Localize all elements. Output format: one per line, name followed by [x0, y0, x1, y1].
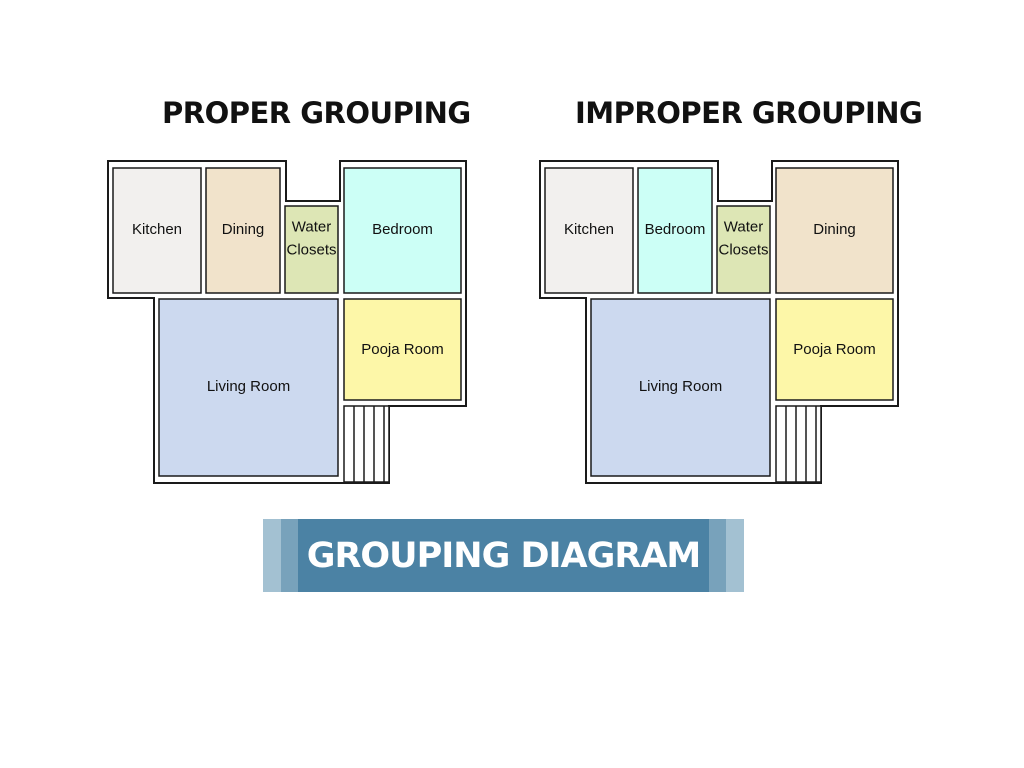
room-label-dining: Dining [222, 221, 265, 238]
room-bedroom [343, 167, 462, 294]
room-label-kitchen: Kitchen [564, 221, 614, 238]
room-kitchen [544, 167, 634, 294]
banner-edge-right-outer [726, 519, 744, 592]
entrance-steps [775, 405, 822, 483]
banner-main: GROUPING DIAGRAM [298, 519, 709, 592]
room-label-living-room: Living Room [639, 378, 722, 395]
room-label-water-closets: Closets [718, 241, 768, 258]
room-label-bedroom: Bedroom [645, 221, 706, 238]
room-water-closets [284, 205, 339, 294]
banner-edge-left-inner [281, 519, 298, 592]
banner-label: GROUPING DIAGRAM [306, 535, 701, 576]
room-label-water-closets: Water [724, 218, 763, 235]
room-living-room [590, 298, 771, 477]
room-dining [775, 167, 894, 294]
room-label-living-room: Living Room [207, 378, 290, 395]
room-label-dining: Dining [813, 221, 856, 238]
room-pooja-room [343, 298, 462, 401]
room-label-pooja-room: Pooja Room [361, 341, 444, 358]
grouping-diagram-banner: GROUPING DIAGRAM [263, 519, 744, 592]
room-label-water-closets: Water [292, 218, 331, 235]
room-kitchen [112, 167, 202, 294]
room-label-kitchen: Kitchen [132, 221, 182, 238]
improper-grouping-title: IMPROPER GROUPING [575, 96, 923, 130]
banner-edge-right-inner [709, 519, 726, 592]
proper-grouping-title: PROPER GROUPING [162, 96, 471, 130]
entrance-steps [343, 405, 390, 483]
room-pooja-room [775, 298, 894, 401]
room-label-bedroom: Bedroom [372, 221, 433, 238]
room-label-water-closets: Closets [286, 241, 336, 258]
room-bedroom [637, 167, 713, 294]
room-label-pooja-room: Pooja Room [793, 341, 876, 358]
room-living-room [158, 298, 339, 477]
banner-edge-left-outer [263, 519, 281, 592]
room-water-closets [716, 205, 771, 294]
room-dining [205, 167, 281, 294]
